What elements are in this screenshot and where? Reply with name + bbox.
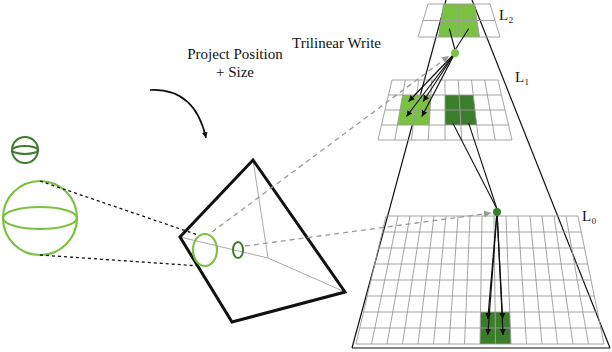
grid-cell <box>459 21 480 38</box>
grid-line <box>375 264 588 265</box>
grid-cell <box>459 4 477 21</box>
operation-label: Trilinear Write <box>292 34 402 52</box>
grid-line <box>428 4 490 5</box>
write-arrow <box>409 53 455 102</box>
write-arrow <box>423 53 455 102</box>
write-arrow <box>406 53 455 117</box>
grid-line <box>423 20 495 21</box>
level-label: L₀ <box>582 207 608 225</box>
write-arrow <box>422 53 455 117</box>
write-arrow <box>449 29 455 50</box>
level-label: L₂ <box>499 6 529 24</box>
write-arrow <box>497 212 503 335</box>
grid-line <box>418 37 500 38</box>
grid-line <box>382 232 581 233</box>
small-sphere <box>12 137 38 163</box>
projection-lines <box>40 181 200 266</box>
grid-cell <box>460 110 477 125</box>
write-arrow <box>455 29 469 50</box>
grid-line <box>379 248 585 249</box>
level-grid <box>356 216 604 344</box>
grid-line <box>386 216 578 217</box>
grid-line <box>382 125 509 126</box>
level-grid <box>378 80 512 140</box>
pyramid-grids <box>356 4 604 344</box>
write-arrow <box>488 212 497 335</box>
large-sphere <box>3 181 77 255</box>
level-label: L₁ <box>515 68 545 86</box>
grid-line <box>364 312 598 313</box>
grid-line <box>371 280 591 281</box>
grid-line <box>392 80 498 81</box>
grid-line <box>389 95 502 96</box>
sample-dot <box>451 49 459 57</box>
grid-line <box>378 140 512 141</box>
project-arrow <box>150 90 206 138</box>
grid-cell <box>413 110 430 125</box>
grid-cell <box>439 21 460 38</box>
level-grid <box>418 4 500 37</box>
camera-frustum <box>180 160 345 322</box>
grid-line <box>367 296 594 297</box>
grid-line <box>356 344 604 345</box>
sample-dot <box>493 208 501 216</box>
write-arrow <box>453 123 497 209</box>
write-arrow <box>469 123 497 209</box>
grid-cell <box>445 95 460 110</box>
grid-cell <box>445 110 461 125</box>
grid-line <box>360 328 601 329</box>
grid-cell <box>441 4 459 21</box>
grid-line <box>385 110 505 111</box>
write-arrows <box>406 29 503 335</box>
pyramid-outline <box>352 0 610 348</box>
process-label: Project Position + Size <box>185 45 285 81</box>
splat-arrows <box>212 56 491 246</box>
grid-cell <box>459 95 475 110</box>
